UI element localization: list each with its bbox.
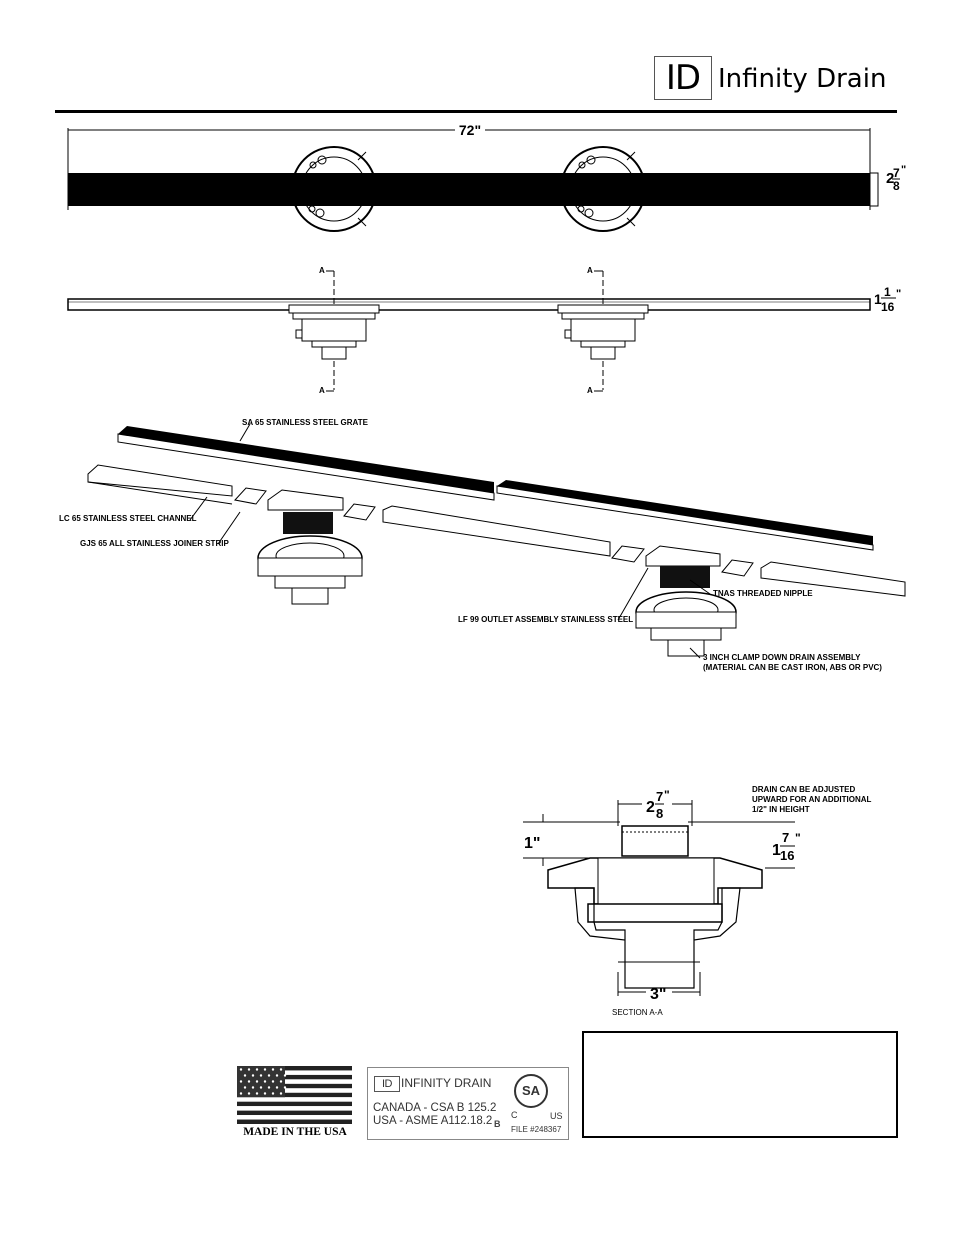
right-dim-den: 16 (780, 848, 794, 863)
grate-right (497, 480, 873, 545)
exploded-view: SA 65 STAINLESS STEEL GRATE LC 65 STAINL… (59, 418, 906, 672)
label-nipple: TNAS THREADED NIPPLE (713, 589, 813, 598)
overall-length-label: 72" (459, 122, 481, 138)
bottom-dim: 3" (650, 986, 666, 1003)
section-note-line3: 1/2" IN HEIGHT (752, 805, 810, 814)
joiner-strip-1 (234, 487, 267, 505)
section-caption: SECTION A-A (612, 1008, 663, 1017)
label-grate: SA 65 STAINLESS STEEL GRATE (242, 418, 369, 427)
label-drain-line1: 3 INCH CLAMP DOWN DRAIN ASSEMBLY (703, 653, 861, 662)
csa-logo-icon: SA (514, 1074, 548, 1108)
made-in-usa-label: MADE IN THE USA (243, 1126, 347, 1138)
right-dim-whole: 1 (772, 842, 781, 859)
width-whole: 2 (886, 170, 894, 187)
height-den: 16 (881, 300, 895, 314)
right-dim-unit: " (795, 831, 801, 845)
clamp-drain-left (257, 535, 363, 605)
cert-brand: INFINITY DRAIN (401, 1076, 492, 1090)
channel-left (87, 464, 233, 497)
width-unit: " (901, 164, 906, 176)
clamp-drain-right (635, 591, 737, 657)
cert-b-mark: B (494, 1119, 501, 1129)
label-joiner: GJS 65 ALL STAINLESS JOINER STRIP (80, 539, 229, 548)
outlet-assembly-right (645, 545, 721, 567)
label-drain-line2: (MATERIAL CAN BE CAST IRON, ABS OR PVC) (703, 663, 882, 672)
outlet-assembly-left (267, 489, 344, 511)
us-flag-icon (237, 1066, 352, 1124)
grate-plan-bar (68, 173, 870, 206)
height-whole: 1 (874, 291, 882, 307)
cert-canada-standard: CANADA - CSA B 125.2 (373, 1102, 497, 1114)
drain-elevation-left (288, 304, 380, 360)
header-rule (55, 110, 897, 113)
channel-right (760, 561, 906, 597)
cert-usa-standard: USA - ASME A112.18.2 (373, 1115, 493, 1127)
joiner-strip-4 (721, 559, 754, 577)
channel-middle (382, 505, 611, 557)
cert-logo-mark: ID (374, 1076, 400, 1092)
section-marker-top-left: A (319, 266, 325, 275)
left-dim: 1" (524, 835, 540, 852)
csa-c-label: C (511, 1110, 518, 1120)
top-dim-den: 8 (656, 806, 663, 821)
section-view: DRAIN CAN BE ADJUSTED UPWARD FOR AN ADDI… (523, 785, 872, 1017)
plan-view: 72" 2 7 8 " (67, 122, 906, 232)
brand-name: Infinity Drain (718, 64, 887, 94)
csa-us-label: US (550, 1111, 563, 1121)
top-dim-whole: 2 (646, 799, 655, 816)
height-num: 1 (884, 285, 891, 299)
drain-elevation-right (557, 304, 649, 360)
width-den: 8 (893, 179, 900, 193)
section-marker-top-right: A (587, 266, 593, 275)
certification-card: ID INFINITY DRAIN CANADA - CSA B 125.2 U… (367, 1067, 569, 1140)
width-num: 7 (893, 166, 900, 180)
right-dim-num: 7 (782, 830, 789, 845)
notes-box (582, 1031, 898, 1138)
cert-file-number: FILE #248367 (511, 1125, 562, 1134)
section-grate (621, 825, 689, 857)
height-unit: " (896, 288, 901, 300)
section-note-line2: UPWARD FOR AN ADDITIONAL (752, 795, 872, 804)
section-marker-bottom-left: A (319, 386, 325, 395)
joiner-strip-3 (611, 545, 645, 563)
label-outlet: LF 99 OUTLET ASSEMBLY STAINLESS STEEL (458, 615, 633, 624)
section-marker-bottom-right: A (587, 386, 593, 395)
logo-mark: ID (654, 56, 712, 100)
label-channel: LC 65 STAINLESS STEEL CHANNEL (59, 514, 197, 523)
grate-left (118, 426, 494, 493)
elevation-view: A A A A 1 1 16 " (67, 266, 901, 395)
joiner-strip-2 (343, 503, 376, 521)
top-dim-unit: " (664, 788, 670, 802)
section-note-line1: DRAIN CAN BE ADJUSTED (752, 785, 855, 794)
top-dim-num: 7 (656, 789, 663, 804)
